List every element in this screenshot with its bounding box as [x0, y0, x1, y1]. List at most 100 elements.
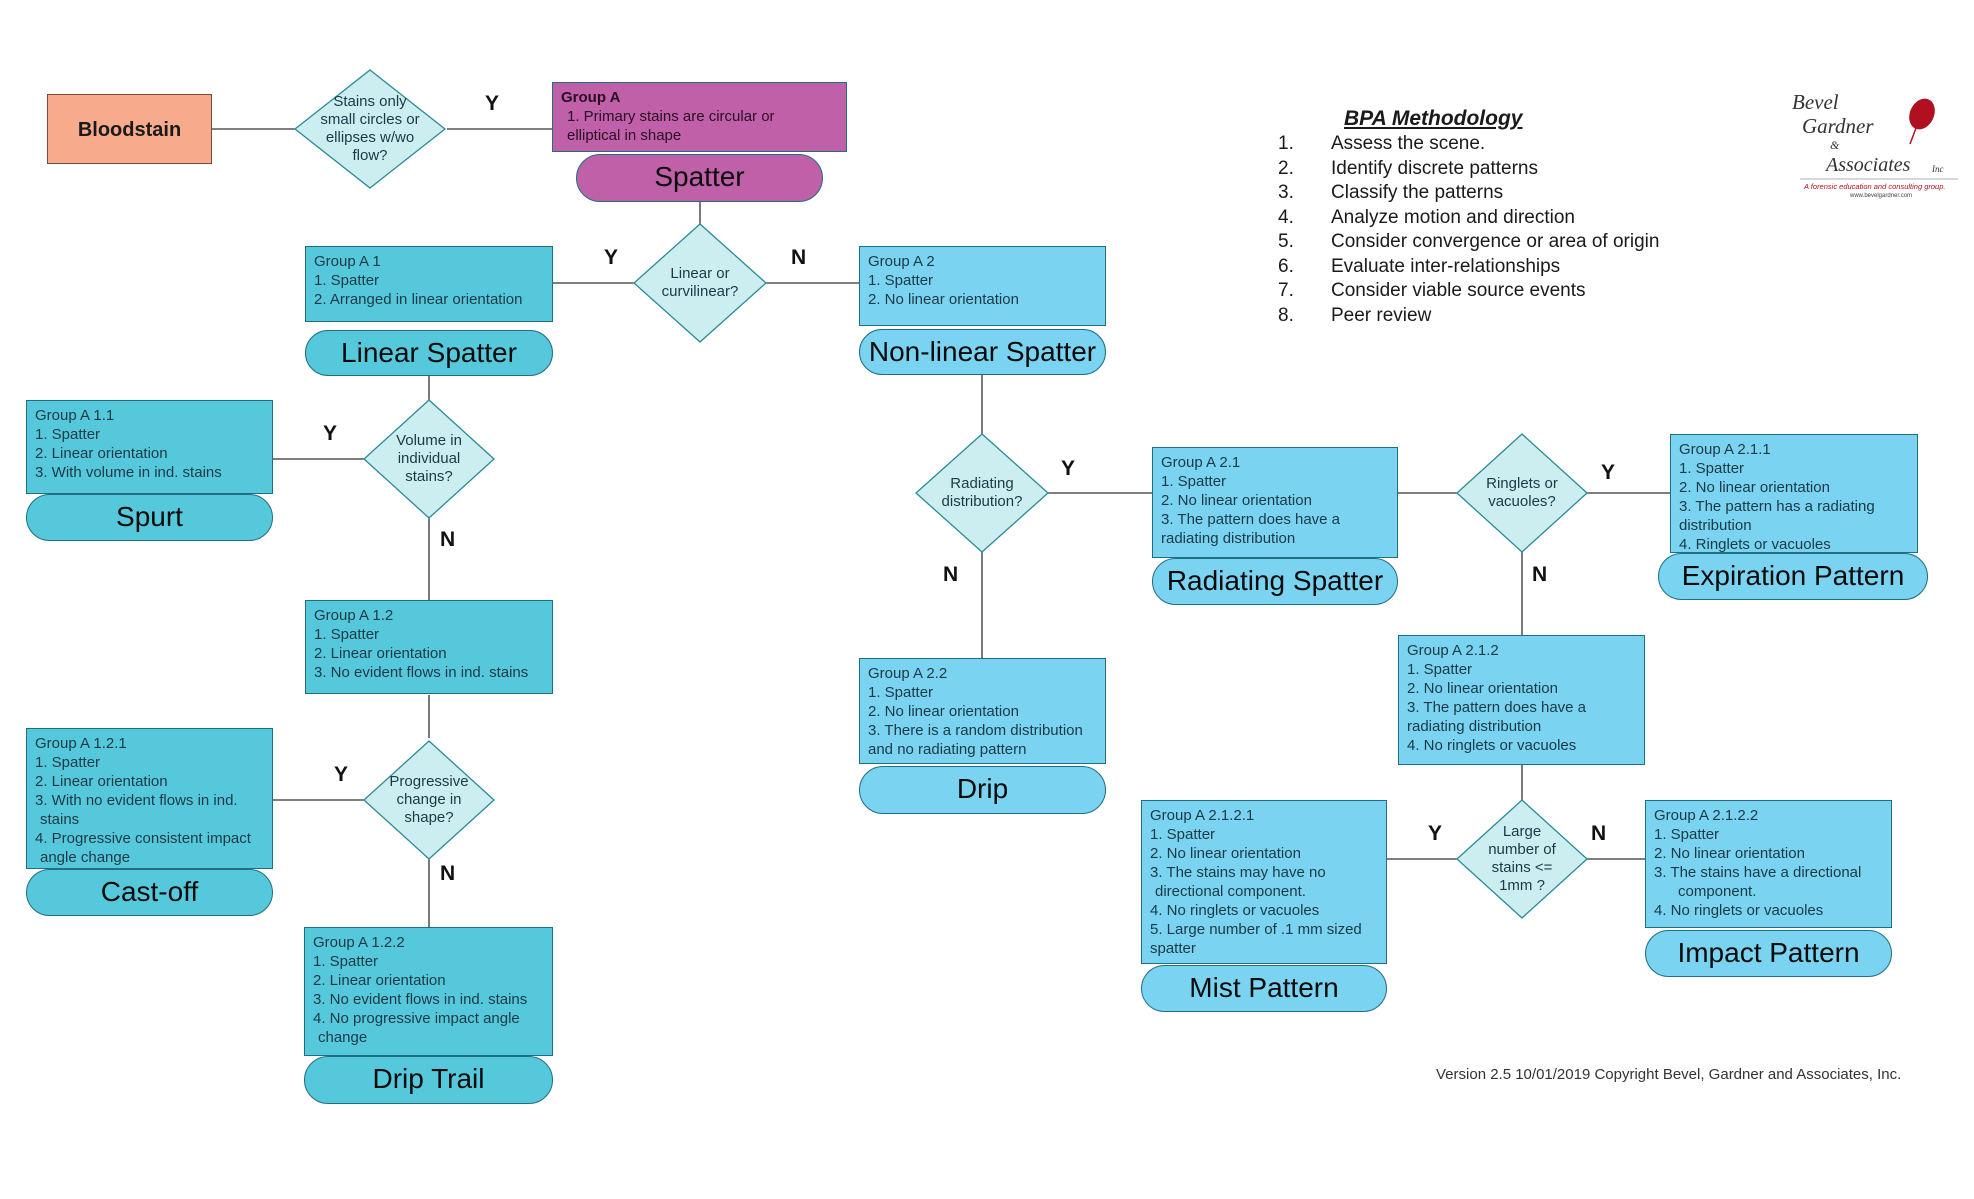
criterion: directional component. [1155, 883, 1306, 900]
group-a211-box: Group A 2.1.1 1. Spatter 2. No linear or… [1670, 434, 1918, 553]
decision-diamond [915, 433, 1049, 553]
decision-diamond [633, 223, 767, 343]
criterion: 5. Large number of .1 mm sized [1150, 921, 1362, 938]
criterion: 4. No progressive impact angle [313, 1010, 520, 1027]
decision-diamond [1456, 799, 1588, 919]
pattern-pill-linear-spatter: Linear Spatter [305, 330, 553, 376]
criterion: 2. Arranged in linear orientation [314, 291, 523, 308]
criterion: 2. No linear orientation [868, 703, 1019, 720]
answer-yes: Y [604, 246, 619, 269]
logo-url: www.bevelgardner.com [1850, 193, 1913, 199]
criterion: 1. Spatter [868, 272, 934, 289]
step-number: 1. [1278, 133, 1294, 154]
methodology-step: 8.Peer review [1278, 304, 1718, 329]
decision-diamond [293, 69, 447, 189]
bpa-methodology: BPA Methodology 1.Assess the scene. 2.Id… [1278, 106, 1718, 328]
group-criteria: 1. Spatter 2. Linear orientation 3. No e… [313, 952, 544, 1047]
group-a2121-box: Group A 2.1.2.1 1. Spatter 2. No linear … [1141, 800, 1387, 964]
criterion: elliptical in shape [567, 127, 682, 144]
criterion: 3. With no evident flows in ind. [35, 792, 238, 809]
step-text: Consider viable source events [1331, 280, 1586, 301]
step-number: 8. [1278, 304, 1294, 326]
pattern-pill-non-linear-spatter: Non-linear Spatter [859, 329, 1106, 375]
methodology-step: 7. Consider viable source events [1278, 279, 1718, 304]
answer-no: N [440, 862, 456, 885]
group-a12-box: Group A 1.2 1. Spatter 2. Linear orienta… [305, 600, 553, 694]
group-criteria: 1. Spatter 2. No linear orientation 3. T… [1407, 660, 1636, 755]
logo-tagline: A forensic education and consulting grou… [1804, 182, 1946, 191]
pattern-pill-cast-off: Cast-off [26, 869, 273, 916]
logo-word-bevel: Bevel [1792, 90, 1839, 114]
methodology-steps: 1.Assess the scene. 2.Identify discrete … [1278, 132, 1718, 328]
criterion: 3. The pattern has a radiating [1679, 498, 1875, 515]
answer-no: N [791, 246, 807, 269]
decision-diamond [363, 399, 495, 519]
decision-diamonds [293, 69, 1588, 919]
criterion: 1. Spatter [1150, 826, 1216, 843]
group-criteria: 1. Primary stains are circular or ellipt… [561, 107, 838, 145]
methodology-title: BPA Methodology [1344, 107, 1523, 130]
methodology-step: 1.Assess the scene. [1278, 132, 1718, 157]
step-text: Analyze motion and direction [1331, 206, 1575, 228]
company-logo: Bevel Gardner & Associates Inc A forensi… [1790, 86, 1960, 204]
step-text: Evaluate inter-relationships [1331, 255, 1561, 277]
group-a121-box: Group A 1.2.1 1. Spatter 2. Linear orien… [26, 728, 273, 869]
group-criteria: 1. Spatter 2. No linear orientation 3. T… [868, 683, 1097, 759]
answer-yes: Y [323, 422, 338, 445]
criterion: 1. Spatter [1161, 473, 1227, 490]
group-a2-box: Group A 2 1. Spatter 2. No linear orient… [859, 246, 1106, 326]
group-a212-box: Group A 2.1.2 1. Spatter 2. No linear or… [1398, 635, 1645, 765]
criterion: 3. The pattern does have a [1161, 511, 1341, 528]
methodology-step: 3.Classify the patterns [1278, 181, 1718, 206]
answer-yes: Y [1428, 822, 1443, 845]
step-number: 4. [1278, 206, 1294, 228]
group-a21-box: Group A 2.1 1. Spatter 2. No linear orie… [1152, 447, 1398, 558]
criterion: 1. Spatter [314, 272, 380, 289]
criterion: 2. No linear orientation [868, 291, 1019, 308]
question-stains-circular: Stains only small circles or ellipses w/… [320, 93, 420, 164]
criterion: 3. The stains may have no [1150, 864, 1326, 881]
criterion: 2. Linear orientation [35, 773, 168, 790]
step-number: 5. [1278, 231, 1294, 252]
criterion: change [318, 1029, 368, 1046]
criterion: 3. No evident flows in ind. stains [314, 664, 529, 681]
group-title: Group A 1.1 [35, 407, 115, 424]
group-a22-box: Group A 2.2 1. Spatter 2. No linear orie… [859, 658, 1106, 764]
group-title: Group A 1 [314, 253, 381, 270]
group-title: Group A 2.2 [868, 665, 948, 682]
group-a122-box: Group A 1.2.2 1. Spatter 2. Linear orien… [304, 927, 553, 1056]
answer-no: N [943, 563, 959, 586]
methodology-step: 5.Consider convergence or area of origin [1278, 230, 1718, 255]
logo-ampersand: & [1830, 138, 1840, 152]
criterion: distribution [1679, 517, 1752, 534]
version-footer: Version 2.5 10/01/2019 Copyright Bevel, … [1436, 1066, 1902, 1083]
pattern-pill-mist: Mist Pattern [1141, 965, 1387, 1012]
criterion: 1. Spatter [313, 953, 379, 970]
answer-yes: Y [1601, 461, 1616, 484]
group-criteria: 1. Spatter 2. Linear orientation 3. With… [35, 753, 264, 867]
criterion: 3. With volume in ind. stains [35, 464, 222, 481]
criterion: 4. Ringlets or vacuoles [1679, 536, 1831, 553]
group-title: Group A 2.1.2.1 [1150, 807, 1255, 824]
group-criteria: 1. Spatter 2. No linear orientation 3. T… [1654, 825, 1883, 920]
criterion: 2. Linear orientation [313, 972, 446, 989]
group-title: Group A 2.1.1 [1679, 441, 1771, 458]
step-number: 6. [1278, 255, 1294, 277]
group-criteria: 1. Spatter 2. No linear orientation 3. T… [1161, 472, 1389, 548]
criterion: 4. Progressive consistent impact [35, 830, 251, 847]
question-large-number: Large number of stains <= 1mm ? [1488, 823, 1556, 894]
blood-drop-icon [1800, 98, 1958, 180]
group-title: Group A 2.1 [1161, 454, 1241, 471]
criterion: 3. The pattern does have a [1407, 699, 1587, 716]
question-progressive: Progressive change in shape? [389, 773, 469, 826]
pattern-pill-expiration: Expiration Pattern [1658, 553, 1928, 600]
step-number: 7. [1278, 280, 1294, 301]
group-a2122-box: Group A 2.1.2.2 1. Spatter 2. No linear … [1645, 800, 1892, 928]
pattern-pill-drip-trail: Drip Trail [304, 1056, 553, 1104]
group-criteria: 1. Spatter 2. Arranged in linear orienta… [314, 271, 544, 309]
criterion: radiating distribution [1161, 530, 1296, 547]
criterion: stains [40, 811, 80, 828]
pattern-pill-impact: Impact Pattern [1645, 930, 1892, 977]
question-ringlets: Ringlets or vacuoles? [1486, 475, 1558, 510]
